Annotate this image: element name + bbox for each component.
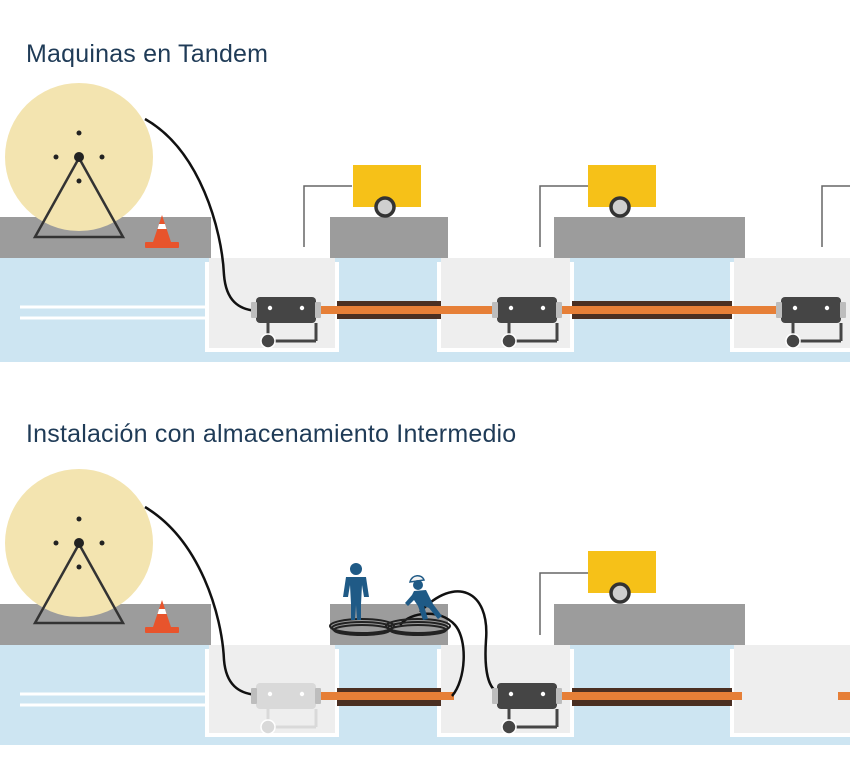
truck-icon <box>351 163 423 218</box>
ground-slab <box>330 217 448 258</box>
cable-pusher-machine-icon-inactive <box>249 681 323 736</box>
cable-pusher-machine-icon <box>249 295 323 350</box>
cable-line <box>838 692 850 700</box>
cable-pusher-machine-icon <box>490 681 564 736</box>
cable-reel-icon <box>5 469 153 625</box>
cable-line <box>310 692 454 700</box>
cable-line <box>144 505 259 697</box>
cable-line <box>310 306 815 314</box>
tandem-diagram <box>0 83 850 362</box>
intermediate-storage-diagram <box>0 469 850 745</box>
truck-icon <box>586 549 658 604</box>
cable-pusher-machine-icon <box>774 295 848 350</box>
section-title-intermediate-storage: Instalación con almacenamiento Intermedi… <box>26 420 517 448</box>
section-title-tandem: Maquinas en Tandem <box>26 40 269 68</box>
trench-pit <box>734 645 850 733</box>
ground-slab <box>554 604 745 645</box>
ground-slab <box>554 217 745 258</box>
cable-line <box>399 612 465 697</box>
cable-coil-icon <box>329 618 451 636</box>
cable-pusher-machine-icon <box>490 295 564 350</box>
worker-icon <box>405 575 442 620</box>
cable-line <box>144 117 259 313</box>
cable-line <box>419 590 501 695</box>
worker-icon <box>343 563 369 620</box>
cable-line <box>552 692 742 700</box>
truck-icon <box>586 163 658 218</box>
cable-reel-icon <box>5 83 153 239</box>
